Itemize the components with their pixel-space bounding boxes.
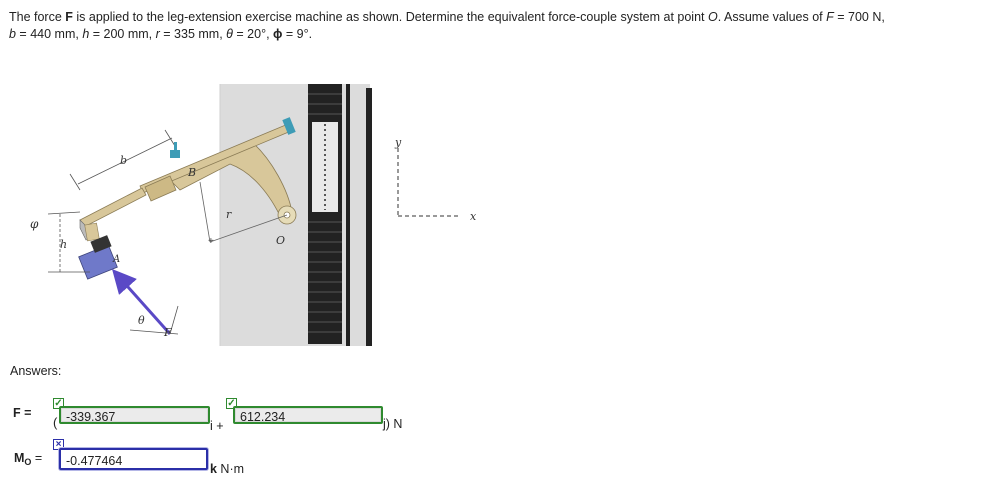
- label-x: x: [470, 210, 477, 223]
- correct-check-icon: ✓: [53, 398, 64, 409]
- label-F: F: [163, 326, 172, 339]
- leg-extension-figure: + b B r O A h φ θ F y x: [30, 84, 477, 346]
- problem-statement: The force F is applied to the leg-extens…: [9, 10, 885, 41]
- label-A: A: [112, 254, 120, 265]
- open-paren: (: [53, 415, 58, 430]
- answers-label: Answers:: [10, 364, 62, 378]
- bracket-A: [78, 235, 118, 280]
- moment-label: MO =: [14, 451, 43, 467]
- clamp-top: [282, 117, 296, 135]
- force-arrow: [112, 269, 172, 335]
- label-y: y: [394, 136, 402, 149]
- correct-check-icon: ✓: [226, 398, 237, 409]
- svg-text:+: +: [208, 236, 214, 247]
- label-phi: φ: [30, 217, 39, 231]
- incorrect-x-icon: ×: [53, 439, 64, 450]
- label-theta: θ: [138, 314, 145, 327]
- moment-unit: k N·m: [210, 462, 245, 476]
- i-unit: i +: [210, 419, 224, 433]
- force-j-input[interactable]: 612.234: [233, 406, 383, 424]
- label-b: b: [120, 154, 127, 167]
- force-i-input[interactable]: -339.367: [59, 406, 210, 424]
- force-label: F =: [13, 406, 32, 420]
- weight-stack: [308, 84, 372, 346]
- moment-input[interactable]: -0.477464: [59, 448, 208, 470]
- j-unit: j) N: [383, 417, 403, 431]
- label-r: r: [226, 208, 232, 221]
- label-h: h: [60, 238, 67, 251]
- label-O: O: [276, 234, 285, 247]
- label-B: B: [187, 166, 196, 179]
